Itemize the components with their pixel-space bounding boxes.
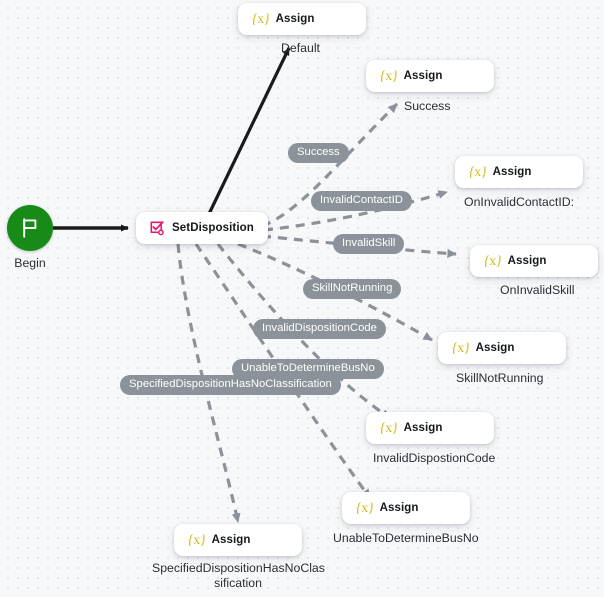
variable-x-icon: {x} xyxy=(452,340,470,356)
node-assign-oninvalidskill[interactable]: {x} Assign xyxy=(470,245,598,277)
node-assign-skillnotrunning[interactable]: {x} Assign xyxy=(438,332,566,364)
edge-label-success[interactable]: Success xyxy=(288,143,349,163)
assign-title: Assign xyxy=(403,70,443,82)
assign-title: Assign xyxy=(507,255,547,267)
variable-x-icon: {x} xyxy=(484,253,502,269)
variable-x-icon: {x} xyxy=(188,532,206,548)
assign-card[interactable]: {x} Assign xyxy=(174,524,302,556)
assign-caption-specifieddispositionhasnoclassification: SpecifiedDispositionHasNoClas sification xyxy=(152,561,325,590)
node-assign-oninvalidcontactid[interactable]: {x} Assign xyxy=(455,156,583,188)
node-assign-specifieddispositionhasnoclassification[interactable]: {x} Assign xyxy=(174,524,302,556)
edge-default xyxy=(205,47,291,219)
edge-label-invalidskill[interactable]: InvalidSkill xyxy=(333,234,405,254)
node-assign-success[interactable]: {x} Assign xyxy=(366,60,494,92)
setdisposition-card[interactable]: SetDisposition xyxy=(136,212,268,244)
flag-icon xyxy=(22,218,36,238)
start-node-begin[interactable] xyxy=(7,205,53,251)
node-assign-unabletodeterminebusno[interactable]: {x} Assign xyxy=(342,492,470,524)
assign-card[interactable]: {x} Assign xyxy=(366,412,494,444)
assign-card[interactable]: {x} Assign xyxy=(438,332,566,364)
assign-caption-success: Success xyxy=(404,99,451,113)
assign-title: Assign xyxy=(379,502,419,514)
assign-card[interactable]: {x} Assign xyxy=(455,156,583,188)
assign-caption-oninvalidskill: OnInvalidSkill xyxy=(500,283,575,297)
assign-caption-unabletodeterminebusno: UnableToDetermineBusNo xyxy=(333,531,479,545)
checklist-task-icon xyxy=(150,220,164,235)
variable-x-icon: {x} xyxy=(252,11,270,27)
edge-label-invaliddispositioncode[interactable]: InvalidDispositionCode xyxy=(253,319,386,339)
assign-card[interactable]: {x} Assign xyxy=(342,492,470,524)
node-assign-invaliddispostioncode[interactable]: {x} Assign xyxy=(366,412,494,444)
assign-caption-invaliddispostioncode: InvalidDispostionCode xyxy=(373,451,496,465)
variable-x-icon: {x} xyxy=(356,500,374,516)
assign-card[interactable]: {x} Assign xyxy=(238,3,366,35)
assign-title: Assign xyxy=(475,342,515,354)
assign-title: Assign xyxy=(275,13,315,25)
edge-label-unabletodeterminebusno[interactable]: UnableToDetermineBusNo xyxy=(232,359,384,379)
assign-card[interactable]: {x} Assign xyxy=(366,60,494,92)
edge-label-skillnotrunning[interactable]: SkillNotRunning xyxy=(303,279,402,299)
edge-specifieddispositionhasnoclassification xyxy=(176,243,241,523)
variable-x-icon: {x} xyxy=(380,68,398,84)
assign-title: Assign xyxy=(492,166,532,178)
node-setdisposition[interactable]: SetDisposition xyxy=(136,212,268,244)
edge-invalidcontactid xyxy=(263,190,448,232)
node-assign-default[interactable]: {x} Assign xyxy=(238,3,366,35)
edge-label-default: Default xyxy=(281,41,320,55)
edge-label-invalidcontactid[interactable]: InvalidContactID xyxy=(311,191,412,211)
variable-x-icon: {x} xyxy=(380,420,398,436)
assign-caption-oninvalidcontactid: OnInvalidContactID: xyxy=(464,195,575,209)
assign-card[interactable]: {x} Assign xyxy=(470,245,598,277)
setdisposition-title: SetDisposition xyxy=(172,222,254,234)
start-node-label: Begin xyxy=(14,256,46,270)
edge-skillnotrunning xyxy=(237,242,433,342)
edge-label-specifieddispositionhasnoclassification[interactable]: SpecifiedDispositionHasNoClassification xyxy=(120,375,341,395)
variable-x-icon: {x} xyxy=(469,164,487,180)
assign-title: Assign xyxy=(403,422,443,434)
assign-caption-skillnotrunning: SkillNotRunning xyxy=(456,371,544,385)
edge-unabletodeterminebusno xyxy=(194,243,372,499)
assign-title: Assign xyxy=(211,534,251,546)
